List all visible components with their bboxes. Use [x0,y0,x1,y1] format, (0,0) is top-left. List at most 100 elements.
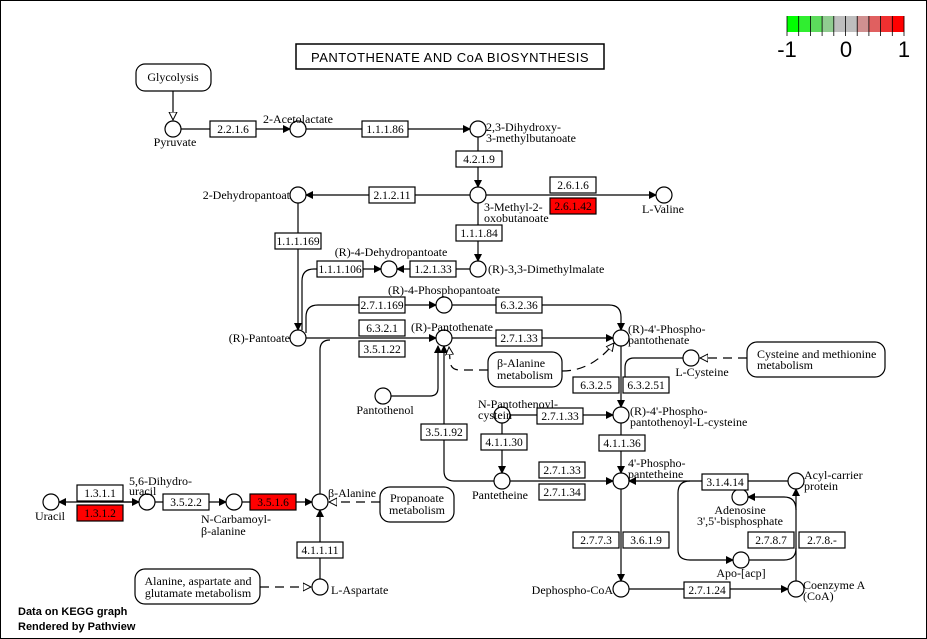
enzyme-box[interactable]: 1.1.1.84 [455,224,503,242]
enzyme-box[interactable]: 2.7.1.33 [538,461,586,479]
map-link-glycolysis[interactable]: Glycolysis [135,63,212,92]
legend-swatch [880,16,893,32]
svg-text:Adenosine: Adenosine [714,503,765,517]
svg-text:(R)-3,3-Dimethylmalate: (R)-3,3-Dimethylmalate [488,262,604,276]
map-link-propanoate-metabolism[interactable]: Propanoate metabolism [379,486,455,523]
compound-r-4-phosphopantoate[interactable]: (R)-4-Phosphopantoate [388,283,500,314]
legend-swatch [833,16,846,32]
svg-text:4.2.1.9: 4.2.1.9 [463,154,495,166]
enzyme-box[interactable]: 4.1.1.11 [296,541,344,559]
enzyme-box[interactable]: 1.1.1.106 [316,260,364,278]
enzyme-box[interactable]: 2.7.1.169 [358,296,406,314]
svg-text:Dephospho-CoA: Dephospho-CoA [532,583,614,597]
compound-r-pantothenate[interactable]: (R)-Pantothenate [411,320,493,347]
map-link-beta-alanine-metabolism[interactable]: β-Alanine metabolism [487,351,563,388]
enzyme-box[interactable]: 3.5.2.2 [162,493,210,511]
compound-4-phosphopantetheine[interactable]: 4'-Phospho-pantetheine [612,456,686,490]
svg-text:(R)-Pantoate: (R)-Pantoate [229,331,290,345]
enzyme-box[interactable]: 2.6.1.6 [549,176,597,194]
enzyme-box[interactable]: 6.3.2.36 [495,296,543,314]
svg-text:6.3.2.5: 6.3.2.5 [580,380,612,392]
svg-text:Pantothenol: Pantothenol [356,403,414,417]
compound-l-cysteine[interactable]: L-Cysteine [675,349,729,379]
compound-coenzyme-a[interactable]: Coenzyme A(CoA) [787,578,866,603]
svg-text:2.7.1.33: 2.7.1.33 [541,411,579,423]
svg-text:6.3.2.36: 6.3.2.36 [500,300,538,312]
enzyme-box[interactable]: 3.6.1.9 [622,531,670,549]
enzyme-box[interactable]: 3.5.1.22 [358,340,406,358]
svg-text:cystein: cystein [478,408,512,422]
svg-text:6.3.2.1: 6.3.2.1 [366,323,398,335]
enzyme-box[interactable]: 4.1.1.30 [480,433,528,451]
enzyme-box[interactable]: 2.2.1.6 [209,120,257,138]
compound-apo-acp[interactable]: Apo-[acp] [716,551,766,580]
enzyme-box[interactable]: 2.1.2.11 [368,186,416,204]
enzyme-box[interactable]: 2.7.1.33 [536,407,584,425]
compound-2-dehydropantoate[interactable]: 2-Dehydropantoat [203,186,307,204]
enzyme-box[interactable]: 2.6.1.42 [549,197,597,215]
compound-pantetheine[interactable]: Pantetheine [472,472,528,502]
compound-l-aspartate[interactable]: L-Aspartate [311,578,388,597]
enzyme-box[interactable]: 6.3.2.1 [358,319,406,337]
map-link-alanine-aspartate-glutamate-metabolism[interactable]: Alanine, aspartate and glutamate metabol… [134,568,261,605]
legend-swatch [857,16,870,32]
enzyme-box[interactable]: 1.1.1.169 [274,232,322,250]
compound-n-carbamoyl-beta-alanine[interactable]: N-Carbamoyl-β-alanine [201,493,271,538]
legend-tick-mid: 0 [840,37,852,62]
compound-pantothenol[interactable]: Pantothenol [356,387,414,417]
enzyme-box[interactable]: 3.1.4.14 [701,473,749,491]
enzyme-box[interactable]: 2.7.8.- [798,531,846,549]
compound-2-acetolactate[interactable]: 2-Acetolactate [263,112,333,138]
compound-dihydroxy-methylbutanoate[interactable]: 2,3-Dihydroxy-3-methylbutanoate [469,120,576,145]
svg-text:2.7.8.7: 2.7.8.7 [755,535,787,547]
svg-text:(R)-4'-Phospho-: (R)-4'-Phospho- [628,322,706,336]
enzyme-box[interactable]: 2.7.7.3 [572,531,620,549]
compound-dephospho-coa[interactable]: Dephospho-CoA [532,580,630,598]
svg-text:protein: protein [804,479,838,493]
svg-text:2.7.1.24: 2.7.1.24 [688,585,726,597]
enzyme-box[interactable]: 2.7.1.34 [538,483,586,501]
compound-r-4-phosphopantothenate[interactable]: (R)-4'-Phospho-pantothenate [612,322,706,347]
enzyme-box[interactable]: 3.5.1.6 [249,493,297,511]
enzyme-box[interactable]: 1.3.1.2 [76,504,124,522]
svg-text:4.1.1.36: 4.1.1.36 [603,438,641,450]
enzyme-box[interactable]: 4.1.1.36 [598,434,646,452]
svg-text:pantothenate: pantothenate [628,333,689,347]
enzyme-box[interactable]: 1.3.1.1 [76,484,124,502]
compound-beta-alanine[interactable]: β-Alanine [311,486,376,511]
compound-phosphopantothenoyl-cysteine[interactable]: (R)-4'-Phospho-pantothenoyl-L-cysteine [612,404,747,429]
svg-text:Pantetheine: Pantetheine [472,488,528,502]
svg-text:1.3.1.1: 1.3.1.1 [84,488,116,500]
svg-text:L-Cysteine: L-Cysteine [675,365,728,379]
compound-3-methyl-2-oxobutanoate[interactable]: 3-Methyl-2-oxobutanoate [469,186,549,225]
compound-r-3-3-dimethylmalate[interactable]: (R)-3,3-Dimethylmalate [469,260,604,278]
compound-l-valine[interactable]: L-Valine [642,186,684,216]
compound-5-6-dihydrouracil[interactable]: 5,6-Dihydro-uracil [129,474,192,511]
enzyme-box[interactable]: 4.2.1.9 [455,150,503,168]
enzyme-box[interactable]: 3.5.1.92 [420,423,468,441]
svg-text:(R)-4-Dehydropantoate: (R)-4-Dehydropantoate [335,245,448,259]
svg-text:3-methylbutanoate: 3-methylbutanoate [486,131,576,145]
compound-r-pantoate[interactable]: (R)-Pantoate [229,329,307,347]
enzyme-box[interactable]: 2.7.1.24 [683,581,731,599]
legend-swatch [845,16,858,32]
svg-text:(R)-Pantothenate: (R)-Pantothenate [411,320,493,334]
compound-r-4-dehydropantoate[interactable]: (R)-4-Dehydropantoate [335,245,448,278]
map-link-cysteine-methionine-metabolism[interactable]: Cysteine and methionine metabolism [746,341,886,378]
enzyme-box[interactable]: 1.2.1.33 [409,260,457,278]
enzyme-box[interactable]: 6.3.2.51 [622,376,670,394]
svg-text:Pyruvate: Pyruvate [154,135,197,149]
svg-text:3',5'-bisphosphate: 3',5'-bisphosphate [697,514,783,528]
enzyme-box[interactable]: 1.1.1.86 [361,120,409,138]
enzyme-box[interactable]: 2.7.1.33 [495,329,543,347]
enzyme-box[interactable]: 6.3.2.5 [572,376,620,394]
compound-uracil[interactable]: Uracil [35,493,66,523]
svg-text:Coenzyme A: Coenzyme A [803,578,866,592]
enzyme-box[interactable]: 2.7.8.7 [747,531,795,549]
compound-pyruvate[interactable]: Pyruvate [154,120,197,149]
svg-text:Alanine, aspartate and: Alanine, aspartate and [145,574,252,588]
